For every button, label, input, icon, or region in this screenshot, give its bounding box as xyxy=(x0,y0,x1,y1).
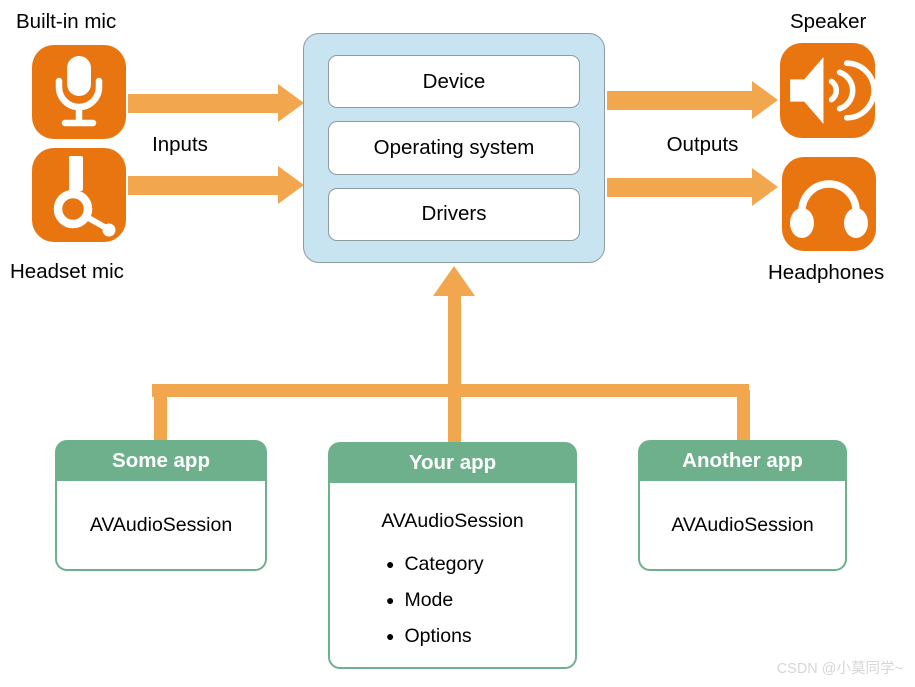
app-box-another: Another app AVAudioSession xyxy=(638,440,847,571)
app-some-title: Some app xyxy=(55,440,267,481)
app-another-body: AVAudioSession xyxy=(638,481,847,571)
connector-left-vertical xyxy=(154,390,167,442)
app-box-some: Some app AVAudioSession xyxy=(55,440,267,571)
speaker-label: Speaker xyxy=(790,10,867,33)
layer-operating-system: Operating system xyxy=(328,121,580,175)
headphones-icon xyxy=(782,157,876,251)
bullet-dot-icon: ● xyxy=(386,556,395,572)
session-arrow-head xyxy=(433,266,475,296)
headset-mic-label: Headset mic xyxy=(10,260,124,283)
app-your-body: AVAudioSession ● Category ● Mode ● Options xyxy=(328,483,577,669)
bullet-category: ● Category xyxy=(386,546,575,582)
app-your-session: AVAudioSession xyxy=(381,510,524,532)
speaker-icon xyxy=(780,43,875,138)
app-another-title: Another app xyxy=(638,440,847,481)
layer-drivers: Drivers xyxy=(328,187,580,241)
app-some-session: AVAudioSession xyxy=(89,513,233,536)
bullet-mode-label: Mode xyxy=(404,588,454,611)
bullet-dot-icon: ● xyxy=(386,628,395,644)
connector-middle-vertical xyxy=(448,292,461,444)
connector-horizontal xyxy=(152,384,749,397)
built-in-mic-label: Built-in mic xyxy=(16,10,117,33)
watermark: CSDN @小莫同学~ xyxy=(776,661,903,677)
bullet-options: ● Options xyxy=(386,618,575,654)
headphones-label: Headphones xyxy=(768,261,885,284)
connector-right-vertical xyxy=(737,390,750,442)
bullet-dot-icon: ● xyxy=(386,592,395,608)
system-box: Device Operating system Drivers xyxy=(303,33,605,263)
bullet-options-label: Options xyxy=(404,624,472,647)
app-your-title: Your app xyxy=(328,442,577,483)
layer-device: Device xyxy=(328,55,580,109)
app-your-bullet-list: ● Category ● Mode ● Options xyxy=(330,546,575,654)
app-box-your: Your app AVAudioSession ● Category ● Mode … xyxy=(328,442,577,669)
app-some-body: AVAudioSession xyxy=(55,481,267,571)
headset-mic-icon xyxy=(32,148,126,242)
inputs-label: Inputs xyxy=(152,133,208,156)
outputs-label: Outputs xyxy=(666,133,739,156)
bullet-mode: ● Mode xyxy=(386,582,575,618)
app-another-session: AVAudioSession xyxy=(671,513,814,536)
bullet-category-label: Category xyxy=(404,552,484,575)
microphone-icon xyxy=(32,45,126,139)
